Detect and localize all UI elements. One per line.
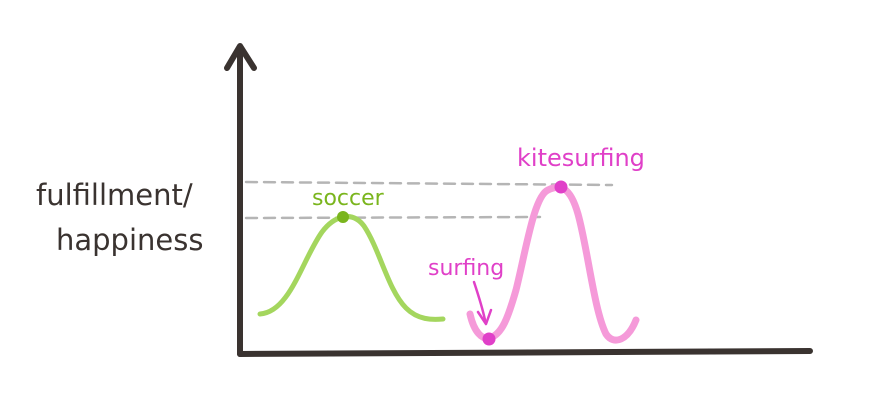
soccer-label: soccer [312, 186, 385, 211]
surfing-arrow [472, 280, 487, 322]
y-axis-label-line2: happiness [56, 223, 203, 257]
surfing-label: surfing [428, 256, 504, 281]
soccer-curve [257, 214, 446, 322]
x-axis [237, 348, 813, 357]
y-axis-arrowhead [224, 43, 257, 71]
surfing-arrowhead [476, 308, 493, 326]
soccer-reference-line [244, 215, 542, 220]
kitesurfing-label: kitesurfing [517, 144, 645, 172]
kitesurfing-peak-dot [554, 180, 568, 194]
y-axis-label-line1: fulfillment/ [36, 178, 193, 212]
kitesurfing-reference-line [244, 180, 614, 187]
surfing-valley-dot [482, 332, 496, 346]
soccer-peak-dot [337, 211, 349, 223]
